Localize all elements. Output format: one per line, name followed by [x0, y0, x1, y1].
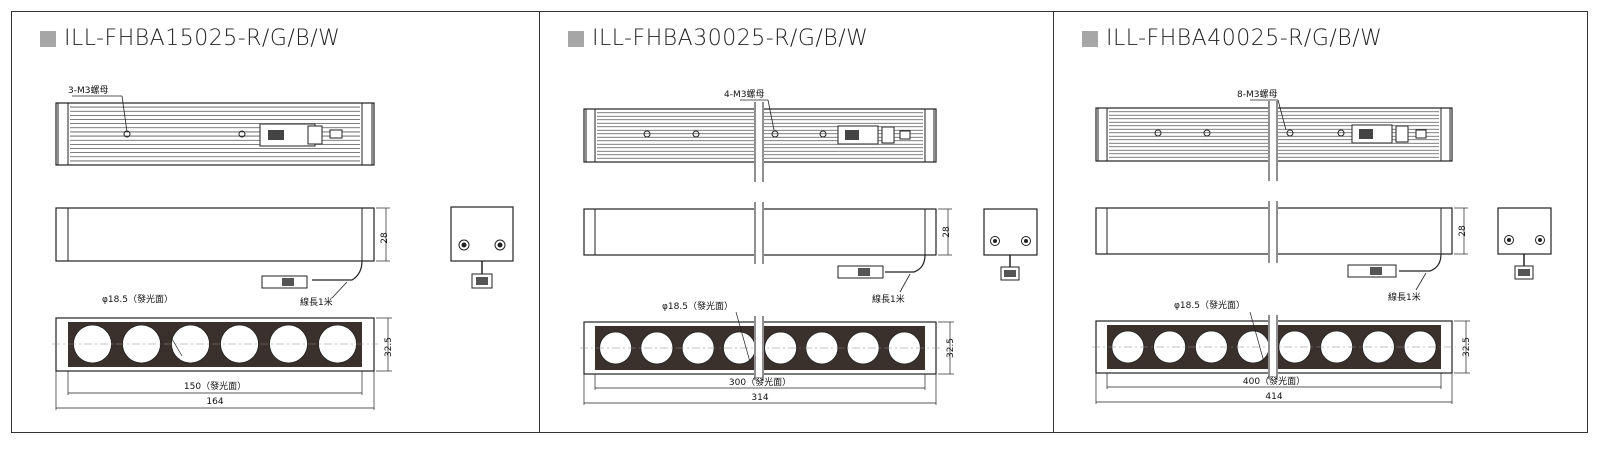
- top-view: 4-M3螺母: [583, 89, 937, 182]
- model-name: ILL-FHBA40025-R/G/B/W: [1106, 26, 1383, 51]
- nut-label: 3-M3螺母: [68, 85, 108, 96]
- model-name: ILL-FHBA15025-R/G/B/W: [64, 26, 341, 51]
- title-square-icon: [1082, 30, 1098, 47]
- lens-label: φ18.5（發光面）: [662, 300, 733, 312]
- drawing-fhba30025: 4-M3螺母 28 線長1米: [580, 89, 1038, 405]
- model-name: ILL-FHBA30025-R/G/B/W: [592, 26, 869, 51]
- side-label: 32.5: [1462, 337, 1472, 357]
- lens: [764, 331, 798, 365]
- total-width-label: 314: [751, 393, 768, 403]
- cable-label: 線長1米: [872, 293, 905, 305]
- height-label: 28: [942, 226, 952, 238]
- total-width-label: 164: [206, 397, 223, 407]
- drawing-fhba40025: 8-M3螺母 28 線長1米: [1092, 89, 1552, 404]
- height-label: 28: [1458, 225, 1468, 237]
- lens: [1278, 330, 1312, 364]
- nut-label: 8-M3螺母: [1237, 89, 1277, 100]
- panel-fhba30025: ILL-FHBA30025-R/G/B/W: [539, 12, 1053, 432]
- total-width-label: 414: [1265, 392, 1282, 402]
- bottom-view: φ18.5（發光面） 32.5 300（發光面） 314: [580, 300, 956, 405]
- panel-fhba15025: ILL-FHBA15025-R/G/B/W 3-M3螺母: [12, 12, 538, 432]
- side-label: 32.5: [384, 337, 394, 357]
- emit-width-label: 150（發光面）: [184, 380, 246, 392]
- title-square-icon: [40, 30, 56, 47]
- lens-label: φ18.5（發光面）: [1174, 299, 1245, 311]
- top-view: 3-M3螺母: [55, 85, 375, 166]
- lens: [1403, 330, 1437, 364]
- side-view: [450, 206, 514, 289]
- lens: [1153, 330, 1187, 364]
- front-view: 28 線長1米: [583, 202, 952, 305]
- m3-nut-icon: [238, 130, 246, 138]
- drawing-sheet: ILL-FHBA15025-R/G/B/W 3-M3螺母: [11, 11, 1588, 433]
- emit-width-label: 300（發光面）: [729, 376, 791, 388]
- lens-row: [73, 324, 357, 364]
- side-label: 32.5: [946, 338, 956, 358]
- side-view: [983, 208, 1038, 281]
- lens: [1361, 330, 1395, 364]
- model-title: ILL-FHBA30025-R/G/B/W: [568, 26, 868, 51]
- bottom-view: φ18.5（發光面） 32.5 150（發光面） 164: [52, 293, 394, 410]
- bottom-view: φ18.5（發光面） 32.5 400（發光面） 414: [1092, 299, 1472, 404]
- lens-label: φ18.5（發光面）: [102, 293, 173, 305]
- side-view: [1497, 207, 1552, 280]
- cable-label: 線長1米: [300, 296, 333, 308]
- front-view: 28 線長1米: [55, 207, 390, 308]
- cable-label: 線長1米: [1388, 291, 1421, 303]
- model-title: ILL-FHBA40025-R/G/B/W: [1082, 26, 1382, 51]
- cable-line: [312, 260, 363, 281]
- model-title: ILL-FHBA15025-R/G/B/W: [40, 26, 340, 51]
- title-square-icon: [568, 30, 584, 47]
- emit-width-label: 400（發光面）: [1243, 375, 1305, 387]
- nut-label: 4-M3螺母: [724, 89, 764, 100]
- top-view: 8-M3螺母: [1095, 89, 1453, 181]
- height-label: 28: [380, 232, 390, 244]
- panel-fhba40025: ILL-FHBA40025-R/G/B/W: [1053, 12, 1589, 432]
- drawing-fhba15025: 3-M3螺母 28 線長1米: [52, 85, 514, 410]
- front-view: 28 線長1米: [1095, 201, 1468, 303]
